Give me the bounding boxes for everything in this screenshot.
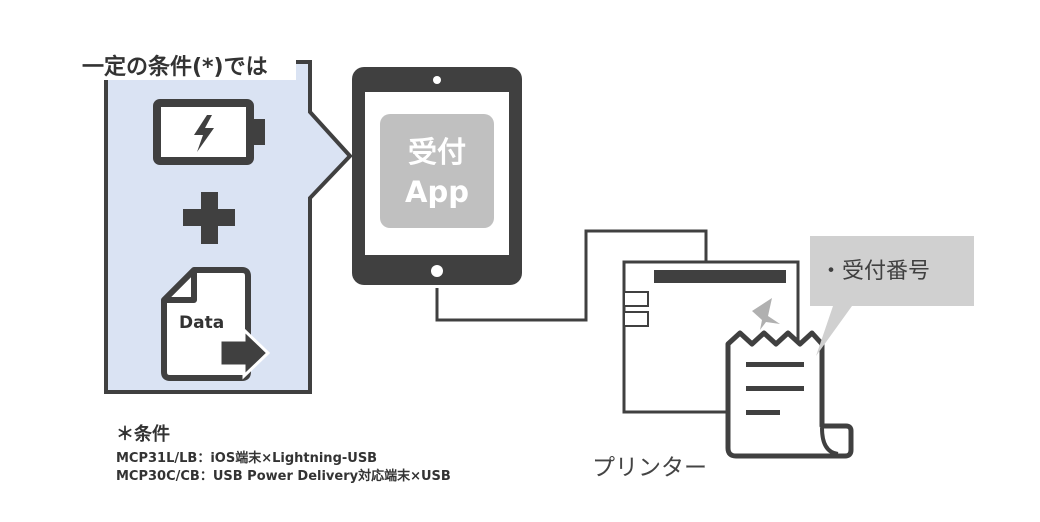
app-label-line1: 受付 — [408, 135, 466, 169]
notes-heading: ＊条件 — [116, 424, 170, 445]
plus-icon — [183, 192, 235, 244]
notes-line-1: MCP31L/LB：iOS端末×Lightning-USB — [116, 451, 378, 466]
data-file-send-icon: Data — [161, 267, 271, 381]
battery-charging-icon — [153, 99, 265, 165]
notes-line-2: MCP30C/CB：USB Power Delivery対応端末×USB — [116, 469, 451, 484]
callout-text: ・受付番号 — [820, 259, 930, 284]
printer-label: プリンター — [592, 455, 707, 481]
conditions-title: 一定の条件(*)では — [82, 54, 268, 80]
data-file-label: Data — [179, 313, 224, 333]
usb-cable — [435, 229, 708, 322]
conditions-notes: ＊条件 MCP31L/LB：iOS端末×Lightning-USB MCP30C… — [116, 420, 451, 486]
app-label-line2: App — [405, 175, 469, 209]
receipt-paper-icon — [725, 330, 854, 459]
app-tile: 受付 App — [380, 114, 494, 228]
callout-bubble: ・受付番号 — [810, 236, 974, 356]
